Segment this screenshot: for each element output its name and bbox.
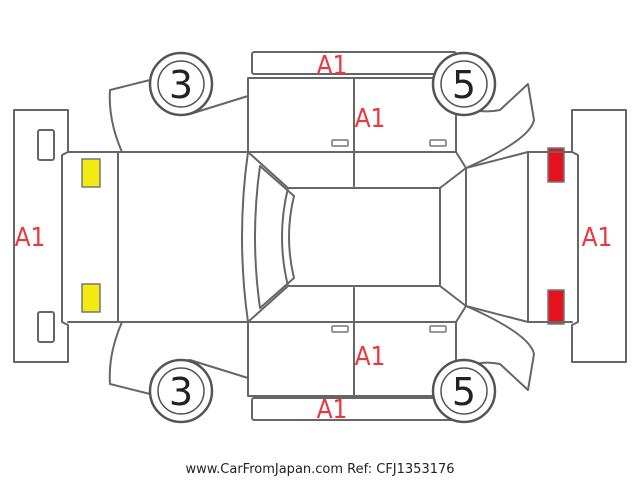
grade-front-bumper: A1 (15, 223, 46, 253)
tire-rear-left: 5 (431, 51, 497, 117)
grade-roof-top: A1 (317, 51, 348, 81)
tire-front-left-grade: 3 (169, 63, 193, 107)
grade-upper-doors: A1 (355, 104, 386, 134)
grade-rear-bumper: A1 (582, 223, 613, 253)
rear-right-lamp-marker (547, 289, 565, 325)
tire-front-right-grade: 3 (169, 370, 193, 414)
rear-left-lamp-marker (547, 147, 565, 183)
grade-lower-sill: A1 (317, 395, 348, 425)
rear-bumper (571, 109, 627, 363)
front-bumper (13, 109, 69, 363)
tire-rear-left-grade: 5 (452, 63, 476, 107)
tire-front-left: 3 (148, 51, 214, 117)
grade-lower-doors: A1 (355, 342, 386, 372)
tire-rear-right-grade: 5 (452, 370, 476, 414)
body-outline (241, 151, 573, 323)
watermark-text: www.CarFromJapan.com Ref: CFJ1353176 (185, 462, 454, 477)
tire-front-right: 3 (148, 358, 214, 424)
front-right-lamp-marker (81, 283, 101, 313)
tire-rear-right: 5 (431, 358, 497, 424)
front-left-lamp-marker (81, 158, 101, 188)
